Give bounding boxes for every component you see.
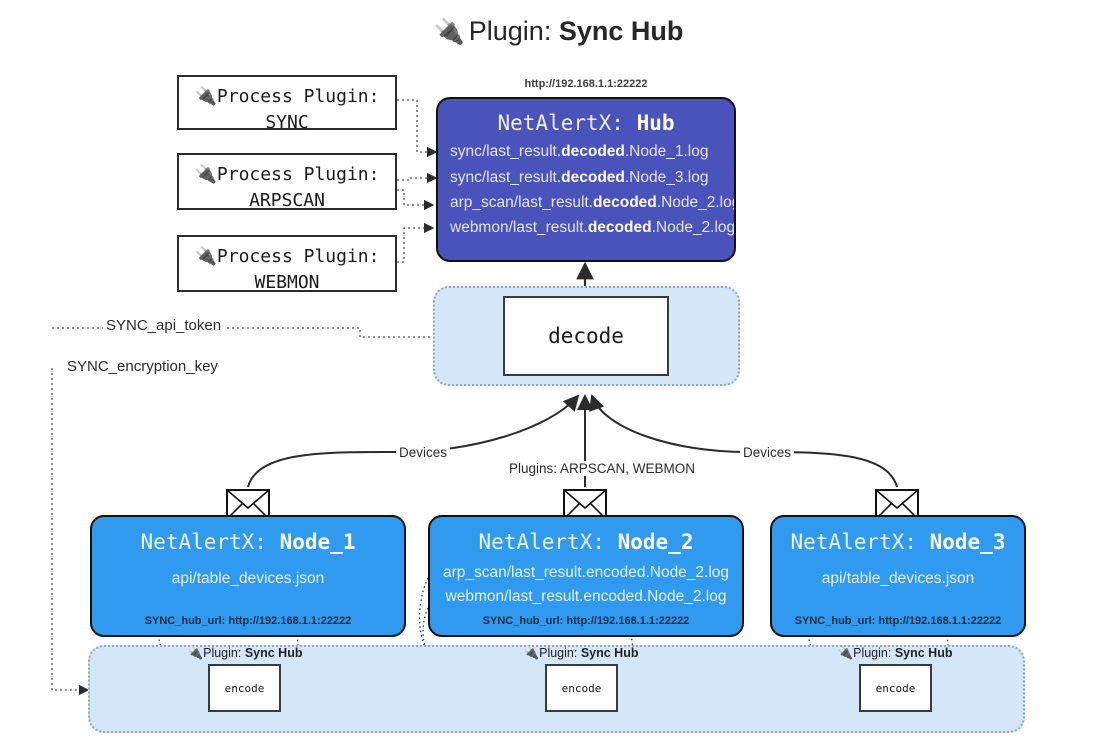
secret-label-encryption-key: SYNC_encryption_key	[64, 358, 221, 375]
node-title: NetAlertX: Node_3	[772, 530, 1024, 554]
plug-icon: 🔌	[194, 246, 217, 267]
encoder-caption-node2: 🔌Plugin: Sync Hub	[491, 646, 671, 661]
secret-label-api-token: SYNC_api_token	[103, 317, 225, 334]
node-hub-url-label: SYNC_hub_url: http://192.168.1.1:22222	[144, 615, 352, 627]
node-title-prefix: NetAlertX:	[140, 530, 280, 554]
decode-label: decode	[548, 324, 624, 348]
node-hub-url-label: SYNC_hub_url: http://192.168.1.1:22222	[794, 615, 1002, 627]
node-log-line: api/table_devices.json	[821, 570, 975, 587]
encode-label: encode	[561, 681, 602, 695]
hub-url-label: http://192.168.1.1:22222	[524, 78, 648, 90]
encoder-caption-prefix: Plugin:	[853, 646, 895, 660]
node-title: NetAlertX: Node_1	[92, 530, 404, 554]
process-plugin-caption: Process Plugin:	[216, 86, 380, 107]
node-box-node3[interactable]: NetAlertX: Node_3 api/table_devices.json…	[770, 515, 1026, 637]
process-plugin-box-sync[interactable]: 🔌Process Plugin: SYNC	[177, 75, 397, 133]
process-plugin-box-arpscan[interactable]: 🔌Process Plugin: ARPSCAN	[177, 153, 397, 211]
hub-log-line-3: arp_scan/last_result.decoded.Node_2.log	[450, 194, 736, 211]
encode-box-node3[interactable]: encode	[859, 664, 932, 712]
node-box-node2[interactable]: NetAlertX: Node_2 arp_scan/last_result.e…	[428, 515, 744, 637]
node-log-line: api/table_devices.json	[171, 570, 325, 587]
encoder-caption-node1: 🔌Plugin: Sync Hub	[155, 646, 335, 661]
process-plugin-name: WEBMON	[254, 272, 320, 293]
process-plugin-name: ARPSCAN	[249, 190, 325, 211]
encode-label: encode	[224, 681, 265, 695]
plug-icon: 🔌	[194, 164, 217, 185]
plug-icon: 🔌	[523, 646, 540, 660]
encode-box-node1[interactable]: encode	[208, 664, 281, 712]
decode-box[interactable]: decode	[503, 296, 669, 376]
process-plugin-caption: Process Plugin:	[216, 246, 380, 267]
process-plugin-box-webmon[interactable]: 🔌Process Plugin: WEBMON	[177, 235, 397, 293]
hub-log-line-4: webmon/last_result.decoded.Node_2.log	[450, 219, 736, 236]
plug-icon: 🔌	[433, 18, 465, 46]
node-log-line: arp_scan/last_result.encoded.Node_2.log	[442, 564, 730, 581]
hub-title-name: Hub	[636, 111, 675, 135]
encoder-caption-name: Sync Hub	[894, 646, 953, 660]
plug-icon: 🔌	[194, 86, 217, 107]
node-box-node1[interactable]: NetAlertX: Node_1 api/table_devices.json…	[90, 515, 406, 637]
node-title: NetAlertX: Node_2	[430, 530, 742, 554]
flow-label-devices-left: Devices	[396, 445, 451, 460]
plug-icon: 🔌	[187, 646, 204, 660]
node-log-line: webmon/last_result.encoded.Node_2.log	[445, 588, 727, 605]
node-title-prefix: NetAlertX:	[790, 530, 930, 554]
hub-log-line-2: sync/last_result.decoded.Node_3.log	[450, 169, 709, 186]
encoder-caption-prefix: Plugin:	[539, 646, 581, 660]
node-hub-url-label: SYNC_hub_url: http://192.168.1.1:22222	[482, 615, 690, 627]
plug-icon: 🔌	[837, 646, 854, 660]
encoder-caption-name: Sync Hub	[580, 646, 639, 660]
flow-label-plugins-center: Plugins: ARPSCAN, WEBMON	[506, 461, 699, 476]
node-title-name: Node_1	[279, 530, 356, 554]
encode-box-node2[interactable]: encode	[545, 664, 618, 712]
page-title-prefix: Plugin:	[468, 16, 559, 46]
hub-box[interactable]: NetAlertX: Hub sync/last_result.decoded.…	[436, 97, 736, 262]
hub-title: NetAlertX: Hub	[438, 111, 734, 135]
encoder-caption-node3: 🔌Plugin: Sync Hub	[805, 646, 985, 661]
process-plugin-caption: Process Plugin:	[216, 164, 380, 185]
hub-title-prefix: NetAlertX:	[497, 111, 637, 135]
node-title-name: Node_2	[617, 530, 694, 554]
flow-label-devices-right: Devices	[740, 445, 795, 460]
page-title-name: Sync Hub	[558, 16, 684, 46]
node-title-prefix: NetAlertX:	[478, 530, 618, 554]
encode-label: encode	[875, 681, 916, 695]
encoder-caption-prefix: Plugin:	[203, 646, 245, 660]
page-title: 🔌Plugin: Sync Hub	[0, 16, 1117, 47]
node-title-name: Node_3	[929, 530, 1006, 554]
hub-log-line-1: sync/last_result.decoded.Node_1.log	[450, 143, 709, 160]
encoder-caption-name: Sync Hub	[244, 646, 303, 660]
process-plugin-name: SYNC	[265, 112, 309, 133]
